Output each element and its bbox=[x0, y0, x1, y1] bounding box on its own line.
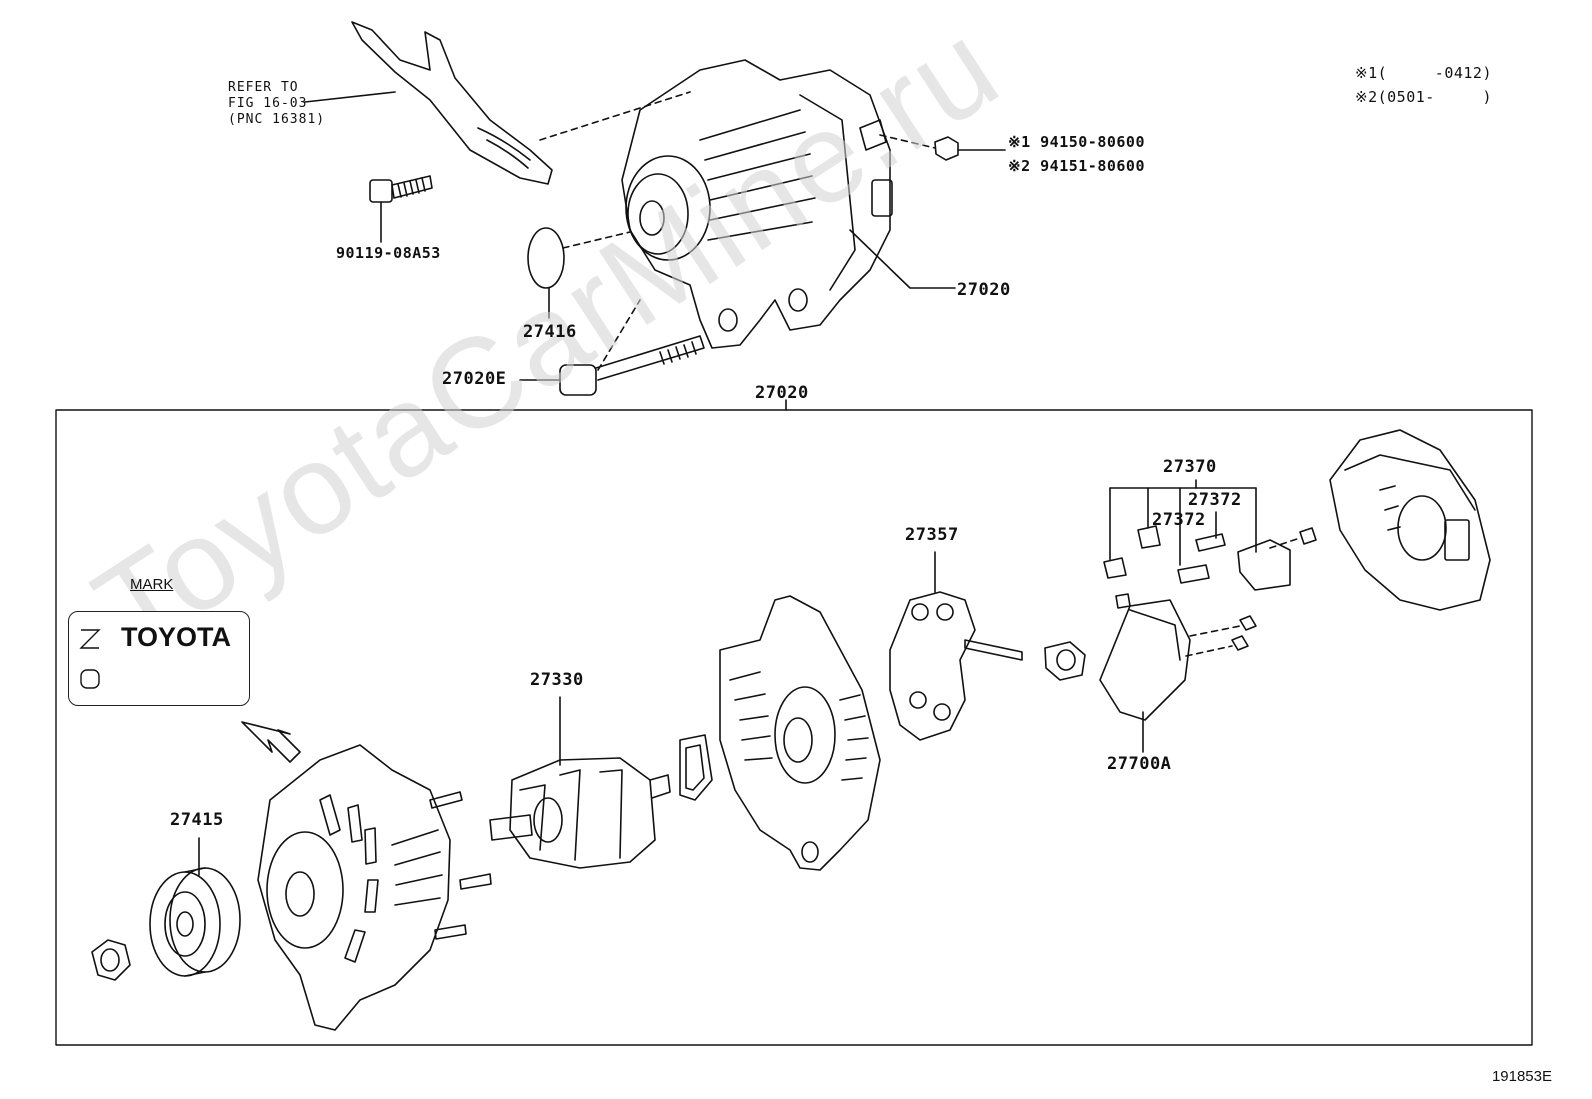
label-rectifier-27357: 27357 bbox=[905, 525, 959, 545]
refer-line-2: FIG 16-03 bbox=[228, 96, 308, 111]
label-pulley-27415: 27415 bbox=[170, 810, 224, 830]
label-spring-27372-a: 27372 bbox=[1188, 490, 1242, 510]
mark-brand-text: TOYOTA bbox=[121, 622, 232, 652]
rectifier-end-frame bbox=[719, 595, 881, 871]
refer-note: REFER TO FIG 16-03 (PNC 16381) bbox=[228, 80, 325, 128]
mark-title: MARK bbox=[130, 576, 174, 593]
figure-id: 191853E bbox=[1491, 1068, 1552, 1085]
mark-arrow bbox=[241, 721, 301, 763]
note-2: ※2(0501- ) bbox=[1355, 88, 1492, 106]
label-box-title-27020: 27020 bbox=[755, 383, 809, 403]
label-bolt-90119: 90119-08A53 bbox=[336, 244, 441, 262]
label-alternator-27020: 27020 bbox=[957, 280, 1011, 300]
nut-94150 bbox=[934, 136, 1006, 161]
adjusting-bracket bbox=[351, 21, 553, 185]
label-nut-94151: ※2 94151-80600 bbox=[1008, 157, 1145, 175]
bracket-leader-line bbox=[304, 91, 396, 103]
refer-line-3: (PNC 16381) bbox=[228, 112, 326, 127]
drive-end-frame bbox=[257, 744, 492, 1031]
through-bolt-27020E bbox=[519, 299, 705, 396]
mark-box bbox=[68, 611, 250, 706]
label-regulator-27700A: 27700A bbox=[1107, 754, 1172, 774]
cap-27416 bbox=[527, 227, 631, 319]
label-spring-27372-b: 27372 bbox=[1152, 510, 1206, 530]
regulator-27700A bbox=[1099, 593, 1257, 753]
label-through-bolt-27020E: 27020E bbox=[442, 369, 507, 389]
label-brush-holder-27370: 27370 bbox=[1163, 457, 1217, 477]
exploded-view-frame bbox=[55, 409, 1533, 1046]
alternator-top bbox=[621, 59, 956, 349]
pulley-27415 bbox=[149, 837, 241, 977]
bracket-dash-line bbox=[539, 91, 691, 141]
pulley-nut bbox=[91, 939, 131, 981]
bearing-cover-ring bbox=[679, 734, 713, 801]
note-1: ※1( -0412) bbox=[1355, 64, 1492, 82]
label-cap-27416: 27416 bbox=[523, 322, 577, 342]
brush-holder-27370 bbox=[1103, 479, 1317, 591]
refer-line-1: REFER TO bbox=[228, 80, 299, 95]
rotor-27330 bbox=[489, 696, 671, 869]
mark-symbol-icon bbox=[79, 629, 101, 689]
rectifier-27357 bbox=[889, 551, 1023, 741]
terminal-insulator bbox=[1044, 641, 1086, 681]
label-rotor-27330: 27330 bbox=[530, 670, 584, 690]
bolt-90119 bbox=[369, 175, 433, 243]
rear-end-cover bbox=[1329, 429, 1491, 611]
label-nut-94150: ※1 94150-80600 bbox=[1008, 133, 1145, 151]
